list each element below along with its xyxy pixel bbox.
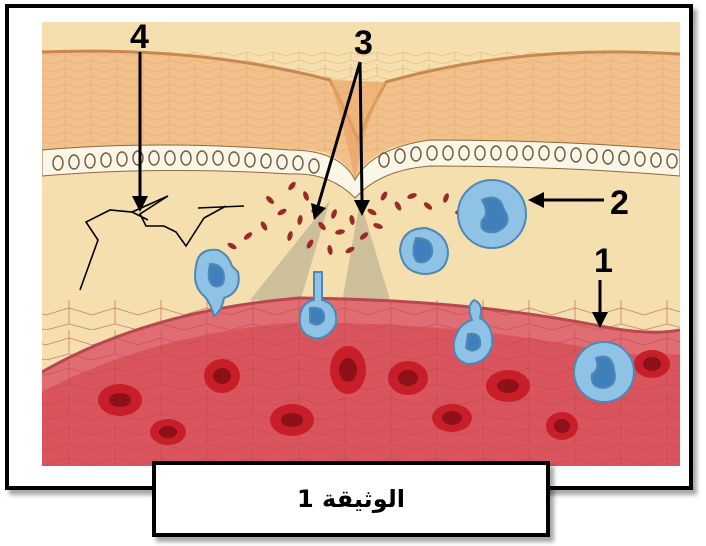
label-4: 4 (130, 20, 149, 54)
phagocyte-large (458, 180, 526, 248)
document-caption: الوثيقة 1 (297, 485, 405, 513)
label-3: 3 (354, 26, 373, 60)
label-2: 2 (610, 186, 629, 220)
phagocyte-mid (400, 228, 448, 274)
document-caption-box: الوثيقة 1 (152, 461, 550, 537)
arrow-3b (360, 62, 362, 200)
label-1: 1 (594, 244, 613, 278)
phagocyte-in-blood (574, 342, 634, 402)
